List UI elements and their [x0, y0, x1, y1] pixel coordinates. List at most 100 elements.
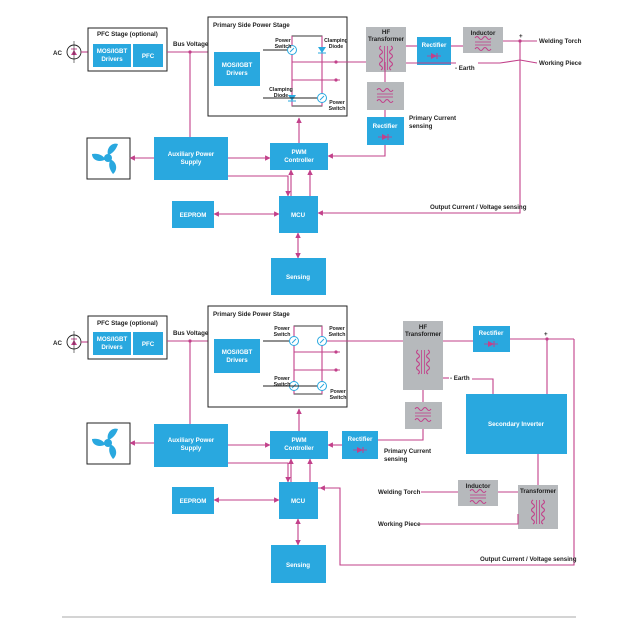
- rectifier-block-2: Rectifier: [473, 326, 510, 352]
- svg-text:Switch: Switch: [329, 332, 346, 338]
- svg-text:Supply: Supply: [181, 445, 202, 452]
- svg-text:MOS/IGBT: MOS/IGBT: [97, 48, 128, 55]
- svg-text:Power: Power: [329, 100, 345, 106]
- svg-text:Switch: Switch: [329, 106, 346, 112]
- pfc-stage-2: PFC Stage (optional) MOS/IGBT Drivers PF…: [87, 315, 168, 360]
- svg-text:Inductor: Inductor: [471, 30, 496, 37]
- svg-text:sensing: sensing: [409, 123, 433, 130]
- svg-text:Working Piece: Working Piece: [378, 521, 421, 528]
- svg-text:Power: Power: [330, 389, 346, 395]
- svg-text:Drivers: Drivers: [101, 56, 123, 63]
- rectifier-block: Rectifier: [417, 37, 451, 65]
- transformer-block: Transformer: [518, 485, 558, 529]
- inductor-block-2: Inductor: [458, 480, 498, 506]
- output-sensing-label: Output Current / Voltage sensing: [430, 204, 527, 211]
- svg-text:sensing: sensing: [384, 456, 408, 463]
- svg-text:PWM: PWM: [291, 149, 306, 156]
- ac-source-2: AC: [53, 331, 88, 353]
- svg-text:Drivers: Drivers: [226, 357, 248, 364]
- svg-text:PFC: PFC: [142, 53, 155, 60]
- svg-text:AC: AC: [53, 340, 62, 347]
- svg-text:Transformer: Transformer: [368, 36, 405, 43]
- pwm-controller-block-2: PWM Controller: [270, 431, 328, 459]
- svg-text:Sensing: Sensing: [286, 562, 310, 569]
- svg-text:Switch: Switch: [274, 382, 291, 388]
- welding-torch-label: Welding Torch: [539, 38, 582, 45]
- inductor-block: Inductor: [463, 27, 503, 53]
- eeprom-block-2: EEPROM: [172, 487, 214, 514]
- svg-text:MOS/IGBT: MOS/IGBT: [222, 62, 253, 69]
- fan-icon: [86, 137, 131, 180]
- svg-text:EEPROM: EEPROM: [180, 498, 207, 505]
- svg-text:Power: Power: [275, 38, 291, 44]
- diagram-2: AC PFC Stage (optional) MOS/IGBT Drivers…: [53, 305, 577, 583]
- svg-text:Switch: Switch: [275, 44, 292, 50]
- pfc-stage: PFC Stage (optional) MOS/IGBT Drivers PF…: [87, 27, 168, 72]
- svg-text:Clamping: Clamping: [324, 38, 348, 44]
- current-transformer-2: [405, 402, 442, 429]
- svg-text:Output Current / Voltage sensi: Output Current / Voltage sensing: [480, 556, 577, 563]
- sensing-block-2: Sensing: [271, 545, 326, 583]
- pfc-block: [133, 44, 163, 67]
- fan-icon-2: [86, 422, 131, 465]
- svg-text:Switch: Switch: [330, 395, 347, 401]
- svg-text:Clamping: Clamping: [269, 87, 293, 93]
- primary-stage-title: Primary Side Power Stage: [213, 22, 290, 29]
- svg-text:PWM: PWM: [291, 437, 306, 444]
- sensing-block: Sensing: [271, 258, 326, 295]
- svg-text:Drivers: Drivers: [226, 70, 248, 77]
- svg-text:Auxiliary Power: Auxiliary Power: [168, 151, 215, 158]
- svg-text:Rectifier: Rectifier: [479, 330, 504, 337]
- pfc-stage-title: PFC Stage (optional): [97, 31, 158, 38]
- svg-text:PFC Stage (optional): PFC Stage (optional): [97, 320, 158, 327]
- svg-text:Secondary Inverter: Secondary Inverter: [488, 421, 545, 428]
- svg-text:Transformer: Transformer: [405, 331, 442, 338]
- svg-text:Inductor: Inductor: [466, 483, 491, 490]
- svg-text:Supply: Supply: [181, 159, 202, 166]
- svg-text:MOS/IGBT: MOS/IGBT: [222, 349, 253, 356]
- svg-text:- Earth: - Earth: [450, 375, 470, 382]
- eeprom-block: EEPROM: [172, 201, 214, 228]
- svg-text:+: +: [519, 33, 523, 40]
- rectifier-2-block: Rectifier: [367, 117, 404, 145]
- svg-text:Controller: Controller: [284, 157, 314, 164]
- svg-text:+: +: [544, 331, 548, 338]
- svg-text:Diode: Diode: [274, 93, 289, 99]
- svg-text:Welding Torch: Welding Torch: [378, 489, 421, 496]
- ac-source: AC: [53, 41, 88, 63]
- pwm-controller-block: PWM Controller: [270, 143, 328, 170]
- ac-label: AC: [53, 50, 62, 57]
- working-piece-label: Working Piece: [539, 60, 582, 67]
- svg-text:Controller: Controller: [284, 445, 314, 452]
- svg-text:Switch: Switch: [274, 332, 291, 338]
- svg-text:HF: HF: [382, 29, 390, 36]
- mcu-block: MCU: [279, 196, 318, 233]
- svg-text:Power: Power: [274, 376, 290, 382]
- svg-text:Rectifier: Rectifier: [348, 436, 373, 443]
- mcu-block-2: MCU: [279, 482, 318, 519]
- primary-side-power-stage-2: Primary Side Power Stage MOS/IGBT Driver…: [207, 305, 403, 408]
- current-transformer: [367, 82, 404, 110]
- svg-text:PFC: PFC: [142, 341, 155, 348]
- svg-text:HF: HF: [419, 324, 427, 331]
- svg-text:Transformer: Transformer: [520, 488, 557, 495]
- svg-text:Power: Power: [329, 326, 345, 332]
- svg-text:Sensing: Sensing: [286, 274, 310, 281]
- svg-text:Rectifier: Rectifier: [422, 42, 447, 49]
- svg-text:MCU: MCU: [291, 212, 306, 219]
- svg-text:Auxiliary Power: Auxiliary Power: [168, 437, 215, 444]
- svg-text:Bus Voltage: Bus Voltage: [173, 330, 209, 337]
- svg-text:EEPROM: EEPROM: [180, 212, 207, 219]
- pfc-mos-drivers-block: [93, 44, 131, 67]
- hf-transformer-2: HF Transformer: [403, 321, 443, 390]
- svg-text:Power: Power: [274, 326, 290, 332]
- svg-text:Rectifier: Rectifier: [373, 123, 398, 130]
- svg-text:Primary Current: Primary Current: [384, 448, 431, 455]
- rectifier-2-block-2: Rectifier: [342, 431, 378, 459]
- bus-voltage-label: Bus Voltage: [173, 41, 209, 48]
- hf-transformer: HF Transformer: [366, 27, 406, 72]
- diagram-1: AC PFC Stage (optional) MOS/IGBT Drivers…: [53, 16, 582, 295]
- aux-power-supply-block-2: Auxiliary Power Supply: [154, 424, 228, 467]
- primary-side-power-stage: Primary Side Power Stage MOS/IGBT Driver…: [207, 16, 366, 117]
